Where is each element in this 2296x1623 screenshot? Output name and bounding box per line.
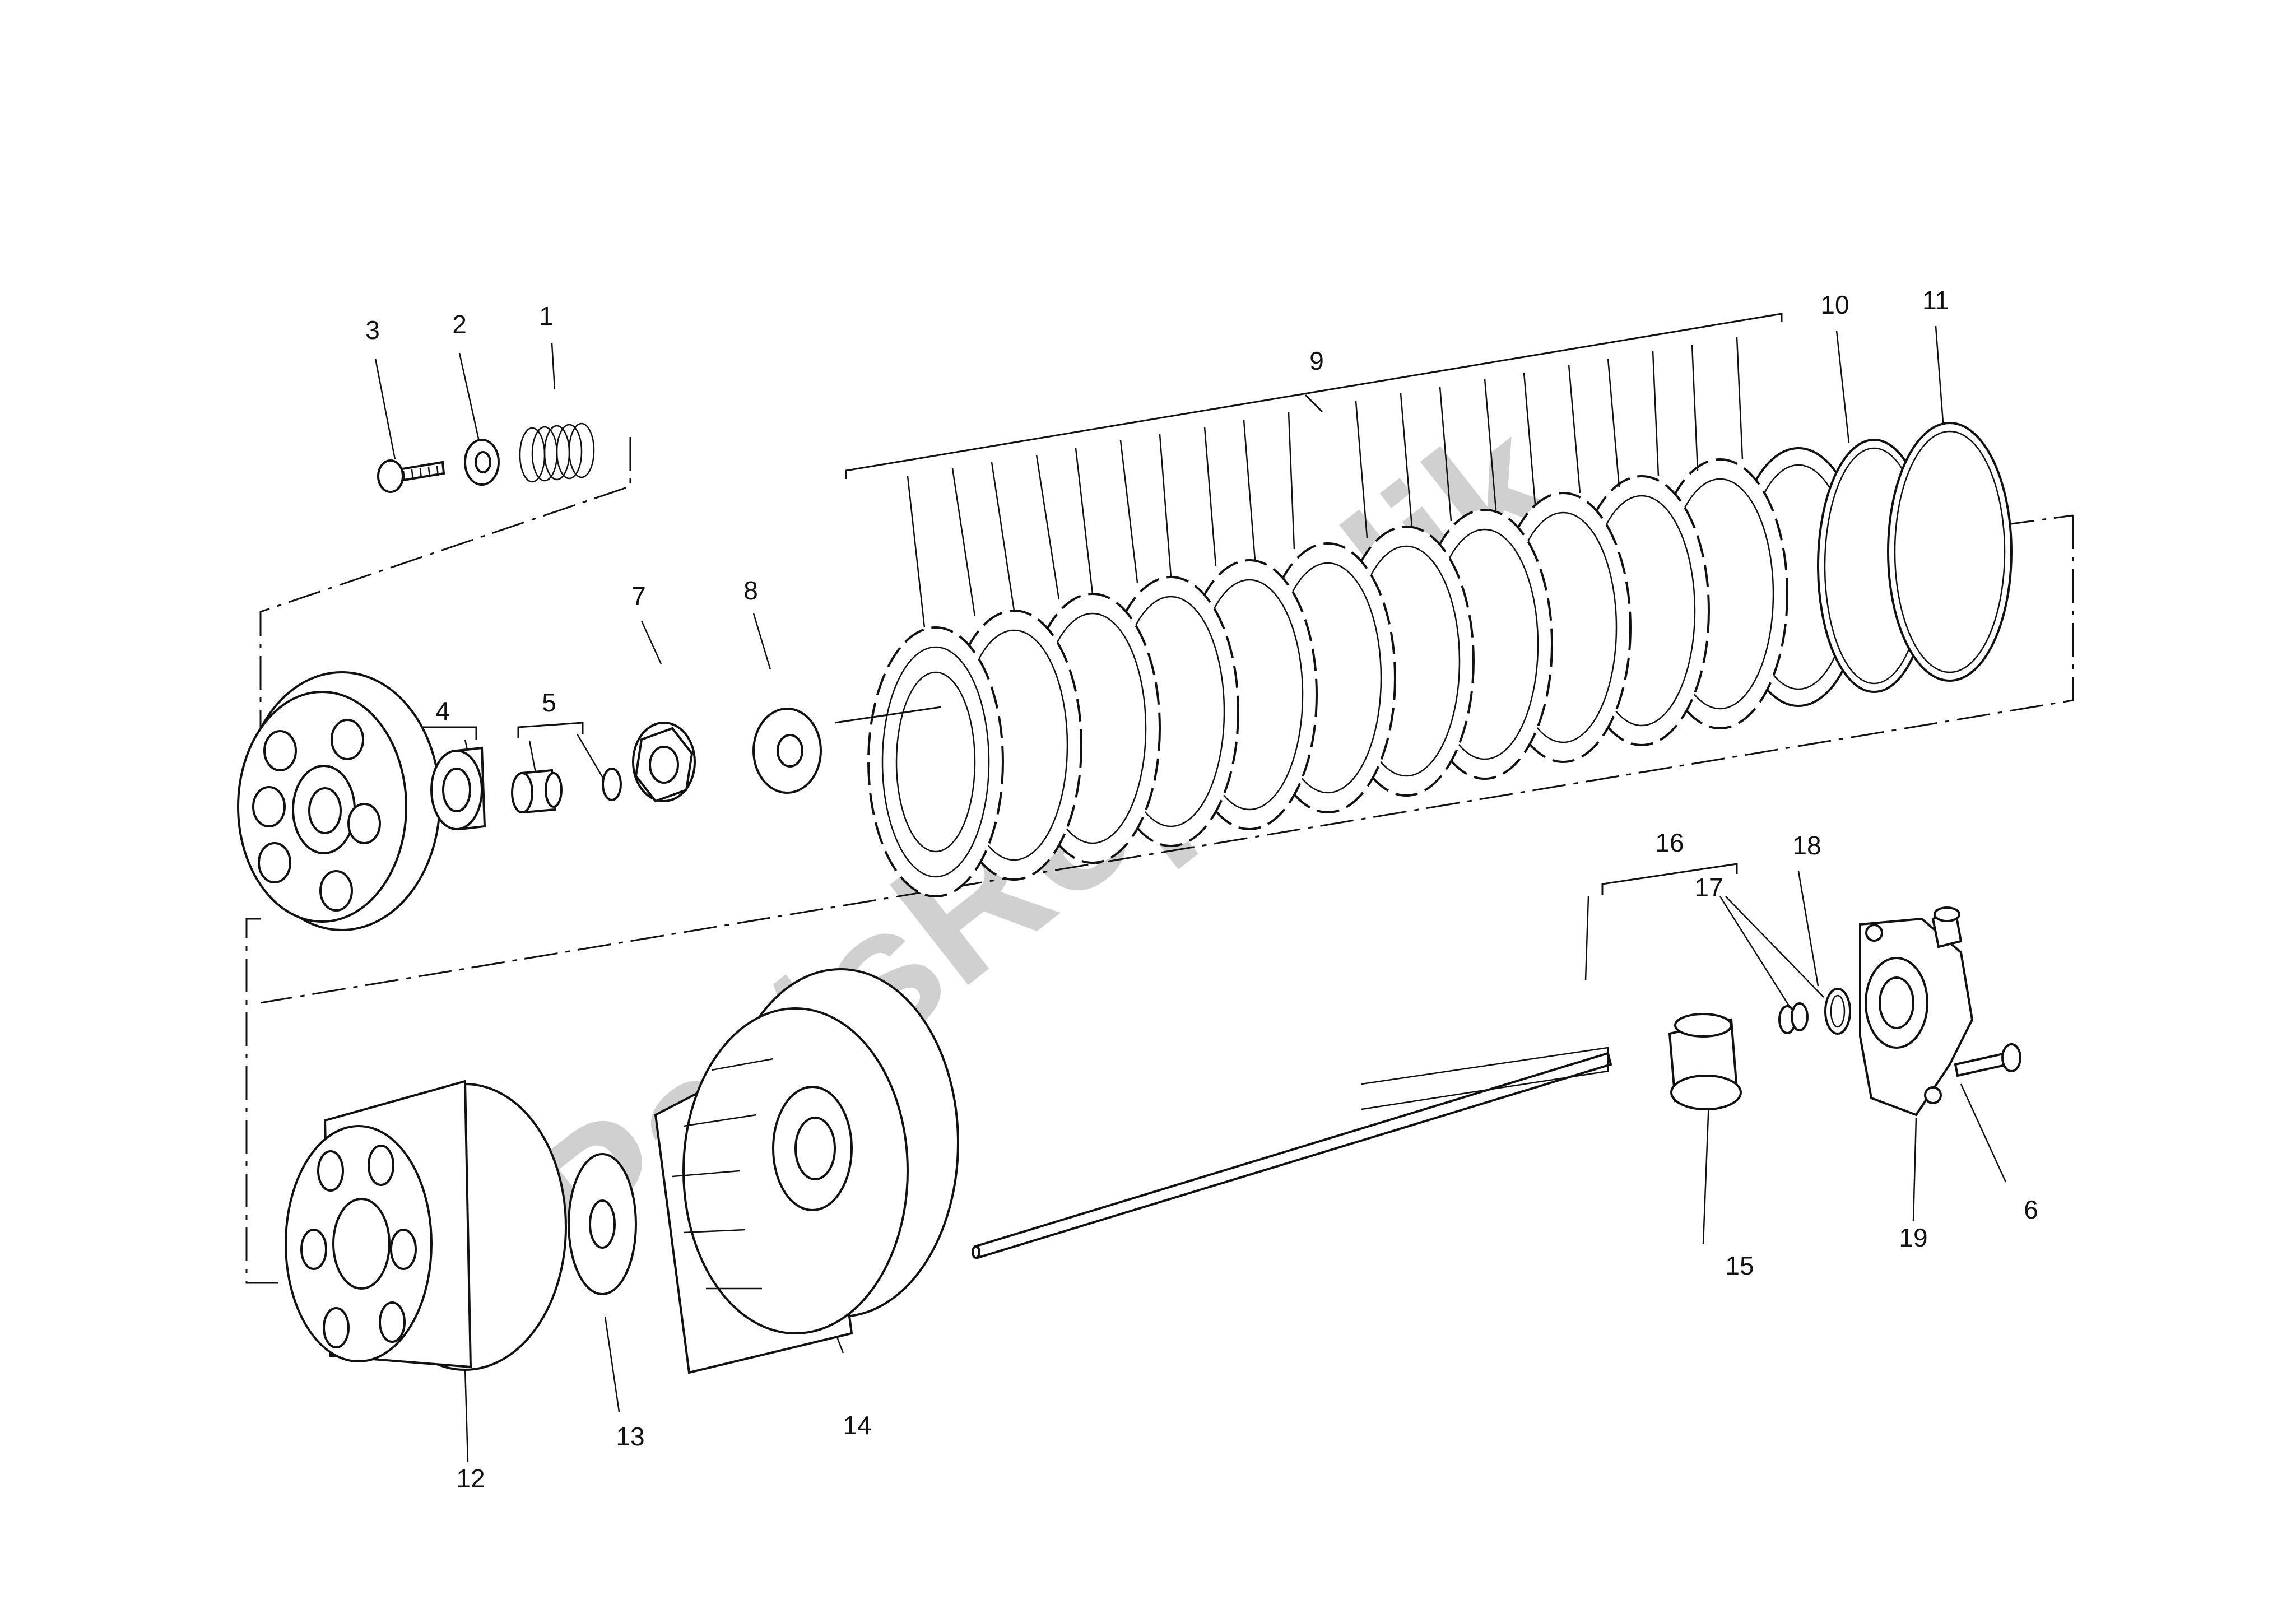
part-1-spring xyxy=(519,422,595,483)
callout-8: 8 xyxy=(743,576,758,605)
part-8-washer xyxy=(752,708,822,794)
bracket-9 xyxy=(845,313,1783,479)
callout-11: 11 xyxy=(1922,286,1949,315)
callout-9: 9 xyxy=(1309,346,1324,375)
part-6-bolt xyxy=(1954,1043,2021,1077)
pressure-plate xyxy=(237,671,441,931)
part-13-washer xyxy=(568,1153,637,1295)
part-17-seals xyxy=(1778,1002,1809,1034)
bracket-5 xyxy=(517,722,584,738)
callout-15: 15 xyxy=(1725,1251,1754,1280)
part-4-bearing xyxy=(430,746,486,831)
callout-14: 14 xyxy=(843,1411,871,1440)
callout-10: 10 xyxy=(1820,290,1849,319)
part-15-piston xyxy=(1668,1013,1742,1110)
part-9-plate-leaders xyxy=(907,336,1744,628)
part-2-washer xyxy=(464,439,500,486)
part-3-screw xyxy=(377,459,445,493)
part-5-pushrod-pin xyxy=(511,768,622,814)
callout-5: 5 xyxy=(542,688,556,717)
callout-12: 12 xyxy=(456,1464,485,1493)
callout-18: 18 xyxy=(1792,831,1821,860)
bracket-16 xyxy=(1601,863,1738,895)
callout-19: 19 xyxy=(1899,1223,1927,1252)
part-11-ring xyxy=(1887,422,2013,682)
part-18-o-ring xyxy=(1824,988,1851,1035)
callout-6: 6 xyxy=(2024,1195,2038,1224)
part-7-nut xyxy=(632,722,696,803)
part-14-clutch-basket xyxy=(654,968,959,1374)
callout-4: 4 xyxy=(435,696,450,726)
callout-7: 7 xyxy=(631,582,646,611)
callout-1: 1 xyxy=(539,301,554,331)
part-19-slave-cylinder xyxy=(1859,906,1974,1117)
part-16-pushrod xyxy=(972,1047,1612,1259)
callout-17: 17 xyxy=(1694,873,1723,902)
leader-lines xyxy=(374,325,2007,1463)
part-9-clutch-plate-stack xyxy=(834,447,1917,897)
callout-13: 13 xyxy=(616,1422,644,1451)
callout-labels: 1 2 3 4 5 6 7 8 9 10 11 12 13 14 15 16 1… xyxy=(365,286,2038,1493)
callout-3: 3 xyxy=(365,315,380,345)
callout-2: 2 xyxy=(452,310,467,339)
callout-16: 16 xyxy=(1655,828,1684,857)
clutch-plate xyxy=(867,626,1004,897)
part-12-clutch-hub xyxy=(285,1080,567,1371)
